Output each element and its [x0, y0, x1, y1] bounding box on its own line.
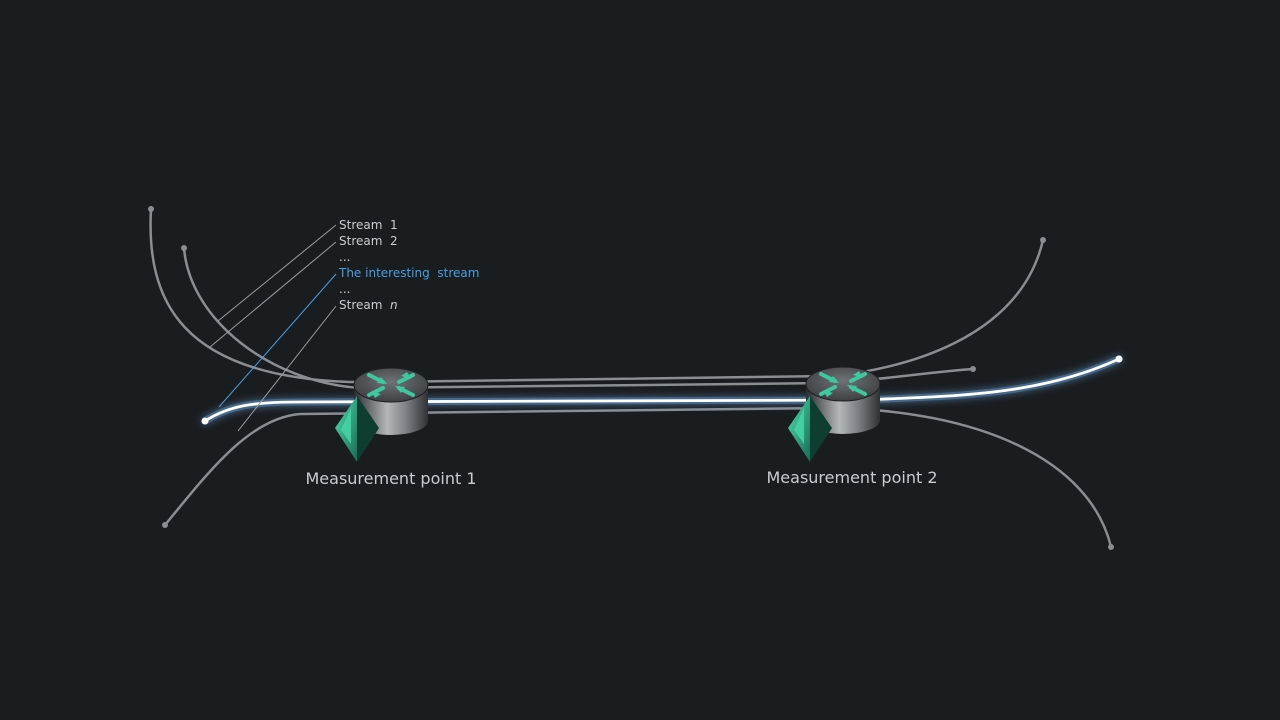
stream-n-end — [1108, 544, 1114, 550]
stream-2-start — [181, 245, 187, 251]
router-icon — [805, 366, 881, 434]
interesting-stream-end — [1115, 355, 1123, 363]
legend-ellipsis: ... — [339, 250, 351, 264]
measurement-point-2-label: Measurement point 2 — [766, 468, 938, 487]
leader-stream-n — [237, 305, 337, 432]
legend-stream-n: Stream n — [339, 297, 398, 313]
interesting-stream-line — [201, 355, 1123, 425]
legend-ellipsis: ... — [339, 282, 351, 296]
stream-1-start — [148, 206, 154, 212]
measurement-point-1-label: Measurement point 1 — [305, 469, 477, 488]
interesting-stream-start — [201, 417, 209, 425]
legend-stream-n-var: n — [390, 298, 398, 312]
leader-interesting-stream — [218, 273, 337, 408]
stream-1-line — [149, 207, 1045, 384]
stream-1-end — [1040, 237, 1046, 243]
legend-stream-n-prefix: Stream — [339, 298, 391, 312]
legend-interesting-stream: The interesting stream — [339, 266, 480, 280]
crystal-icon — [788, 396, 832, 462]
leader-stream-2 — [209, 241, 337, 348]
leader-stream-1 — [217, 224, 337, 322]
crystal-icon — [335, 396, 379, 462]
stream-2-line — [182, 246, 975, 390]
stream-n-start — [162, 522, 168, 528]
legend-stream-1: Stream 1 — [339, 218, 398, 232]
stream-2-end — [970, 366, 976, 372]
legend-stream-2: Stream 2 — [339, 234, 398, 248]
